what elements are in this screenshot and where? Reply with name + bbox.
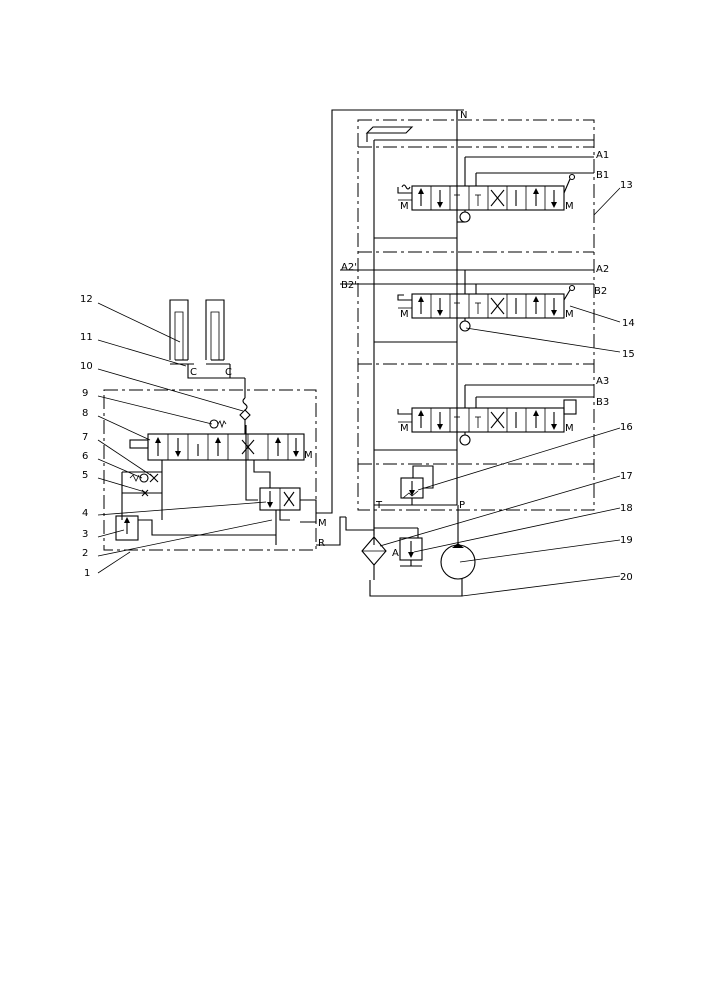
svg-text:M: M [565,201,574,212]
svg-text:M: M [400,201,409,212]
callout-11: 11 [80,332,93,343]
pilot-control-panel: M [103,299,346,551]
pump-group: A [345,505,476,597]
n-line [316,109,464,514]
svg-text:M: M [400,309,409,320]
callout-5: 5 [82,470,88,481]
lever-actuator-1 [397,184,412,194]
spool-valve-2: M M [397,270,576,332]
port-label-a2: A2 [596,264,609,275]
callout-17: 17 [620,471,633,482]
port-label-r: R [318,538,325,549]
callout-8: 8 [82,408,88,419]
callout-18: 18 [620,503,633,514]
check-valve-2 [459,320,471,332]
port-label-c1: C [190,367,197,378]
port-label-b2-left: B2' [341,280,357,291]
callout-4: 4 [82,508,88,519]
manifold-boundary [357,119,595,511]
port-label-b1: B1 [596,170,609,181]
callout-14: 14 [622,318,635,329]
port-labels: N A1 B1 A2' B2' A2 B2 A3 B3 T P R M C C [190,110,609,549]
main-relief-valve [400,465,434,505]
spool-valve-3: M M [397,399,577,446]
port-label-n: N [460,110,467,121]
port-label-t: T [375,500,383,511]
directional-valve-manifold: M M [340,110,595,545]
callout-20: 20 [620,572,633,583]
callout-10: 10 [80,361,93,372]
tank-line [369,579,463,597]
port-label-a: A [392,548,399,559]
port-label-b2: B2 [594,286,607,297]
r-return-line [345,517,374,531]
port-label-m: M [318,518,327,529]
svg-text:M: M [304,450,313,461]
svg-text:M: M [400,423,409,434]
port-label-a3: A3 [596,376,609,387]
control-valve-8: M [129,433,313,461]
panel-boundary [103,389,317,551]
dual-cylinders [169,299,230,365]
callout-13: 13 [620,180,633,191]
callouts: 13 14 15 16 17 18 19 20 12 11 10 9 8 7 6… [80,180,635,597]
check-valve-10 [239,409,251,421]
check-valve-1 [459,211,471,223]
callout-3: 3 [82,529,88,540]
callout-12: 12 [80,294,93,305]
callout-6: 6 [82,451,88,462]
callout-1: 1 [84,568,90,579]
callout-7: 7 [82,432,88,443]
svg-text:M: M [565,423,574,434]
spool-valve-1: M M [397,173,576,223]
spring-symbol [242,397,248,411]
pump-symbol [440,544,476,580]
svg-text:M: M [565,309,574,320]
callout-16: 16 [620,422,633,433]
callout-15: 15 [622,349,635,360]
check-valve-6 [139,473,149,483]
port-label-c2: C [225,367,232,378]
flow-divider-symbol [365,126,414,134]
port-label-a1: A1 [596,150,609,161]
valve-3 [115,515,139,541]
port-label-p: P [459,500,465,511]
callout-2: 2 [82,548,88,559]
callout-19: 19 [620,535,633,546]
check-valve-3 [459,434,471,446]
port-label-b3: B3 [596,397,609,408]
callout-9: 9 [82,388,88,399]
port-label-a2-left: A2' [341,262,357,273]
